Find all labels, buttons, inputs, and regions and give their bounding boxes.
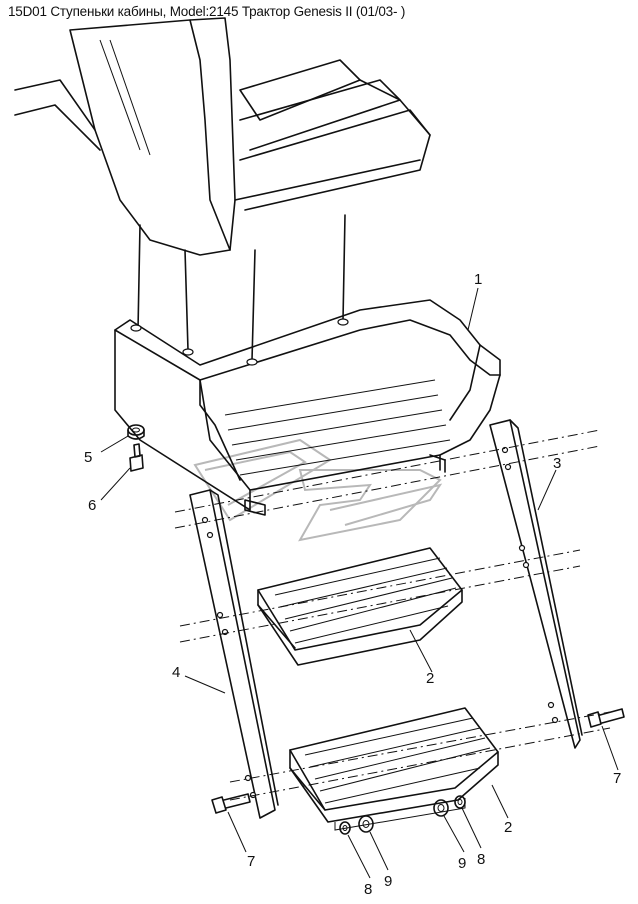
left-stringer — [189, 489, 279, 819]
diagram-title: 15D01 Ступеньки кабины, Model:2145 Тракт… — [8, 4, 406, 19]
callout-4: 4 — [172, 664, 180, 681]
callout-2-lower: 2 — [504, 819, 512, 836]
leader-lines — [100, 287, 619, 879]
callout-3: 3 — [553, 455, 561, 472]
bolt-7-right — [587, 708, 625, 728]
callout-8-left: 8 — [364, 881, 372, 898]
middle-step — [257, 547, 463, 666]
nut-5 — [127, 424, 145, 440]
callout-7-left: 7 — [247, 853, 255, 870]
washers-nuts-left — [339, 815, 374, 835]
callout-1: 1 — [474, 271, 482, 288]
callout-5: 5 — [84, 449, 92, 466]
callouts: 1 5 6 3 4 2 2 7 7 8 9 9 8 — [84, 271, 621, 898]
bolt-7-left — [211, 793, 251, 814]
callout-7-right: 7 — [613, 770, 621, 787]
center-lines — [174, 429, 611, 801]
callout-6: 6 — [88, 497, 96, 514]
watermark-logo — [193, 438, 443, 542]
washers-nuts-right — [433, 795, 466, 817]
bolt-6 — [129, 443, 144, 472]
cab-body — [14, 17, 431, 361]
hardware — [127, 424, 625, 835]
callout-9-right: 9 — [458, 855, 466, 872]
callout-2-middle: 2 — [426, 670, 434, 687]
upper-step-box — [114, 299, 501, 516]
callout-8-right: 8 — [477, 851, 485, 868]
callout-9-left: 9 — [384, 873, 392, 890]
right-stringer — [489, 419, 583, 749]
